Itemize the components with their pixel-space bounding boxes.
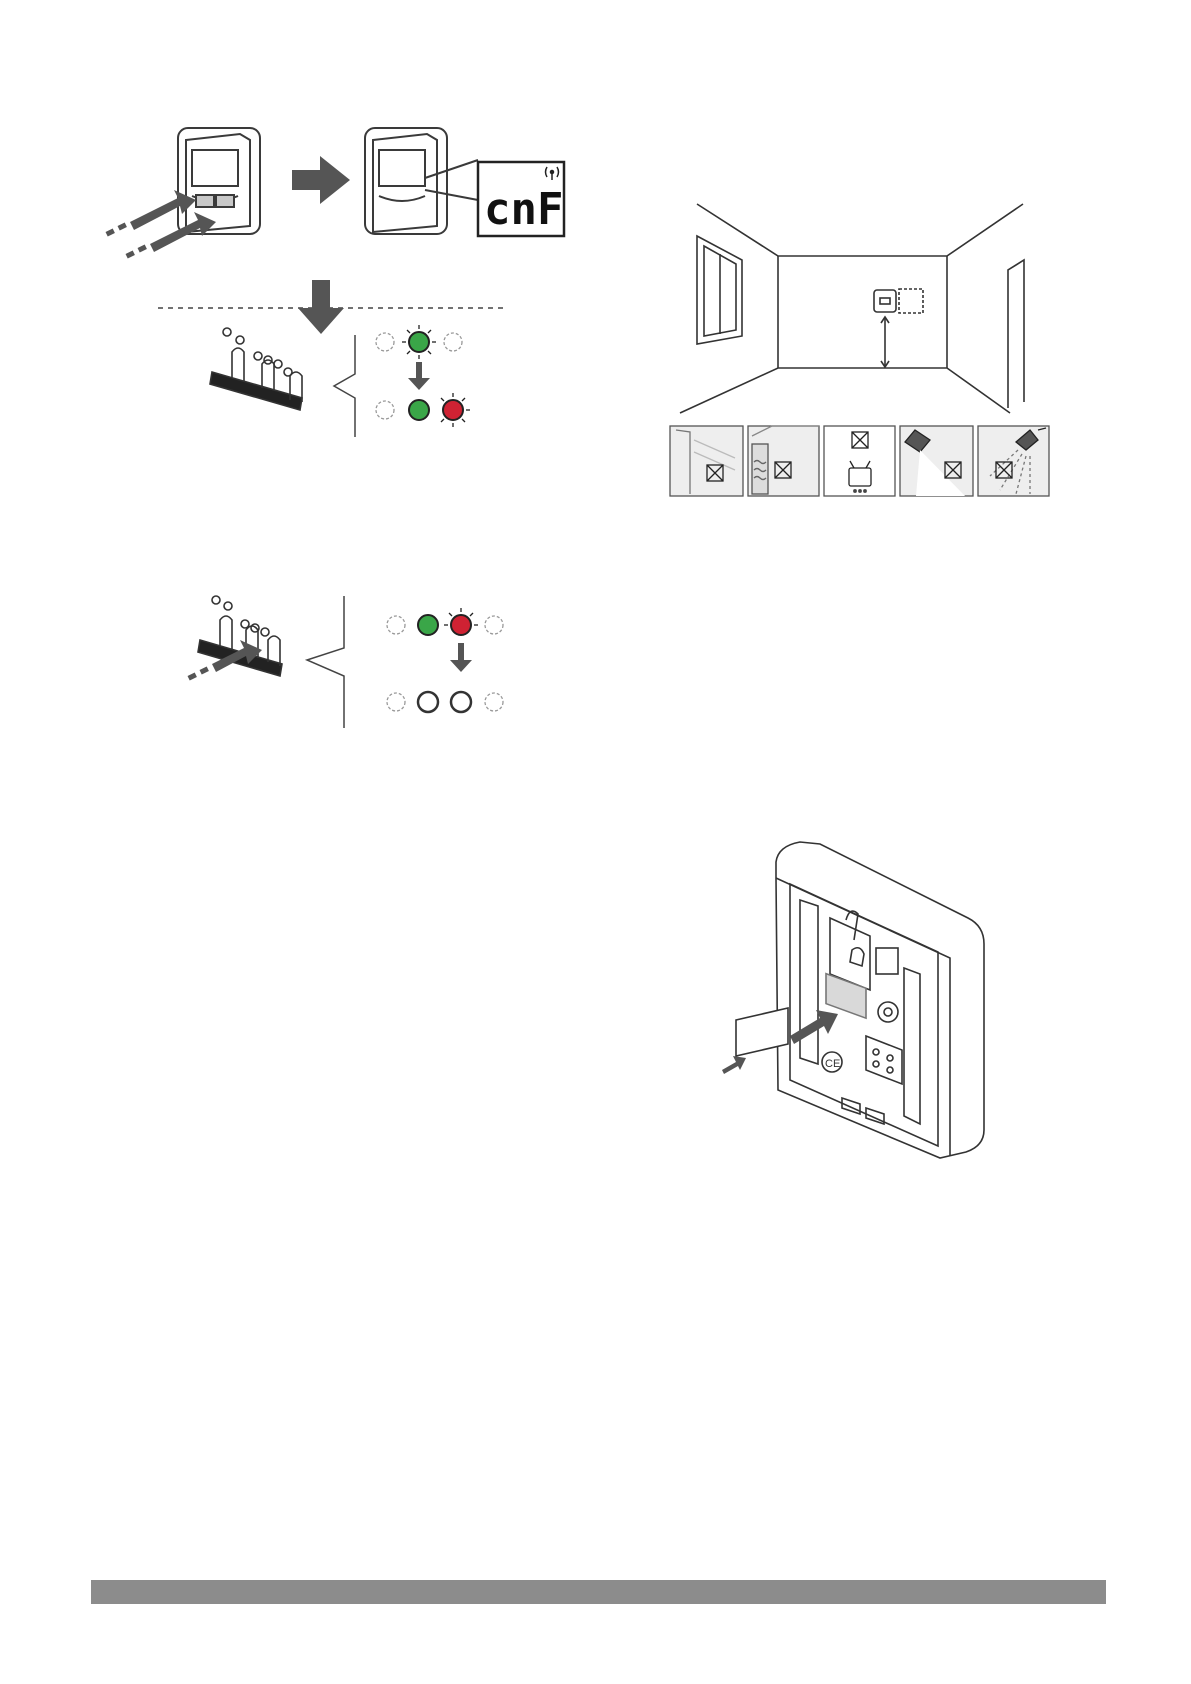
footer-bar xyxy=(91,1580,1106,1604)
svg-text:CE: CE xyxy=(825,1058,840,1070)
